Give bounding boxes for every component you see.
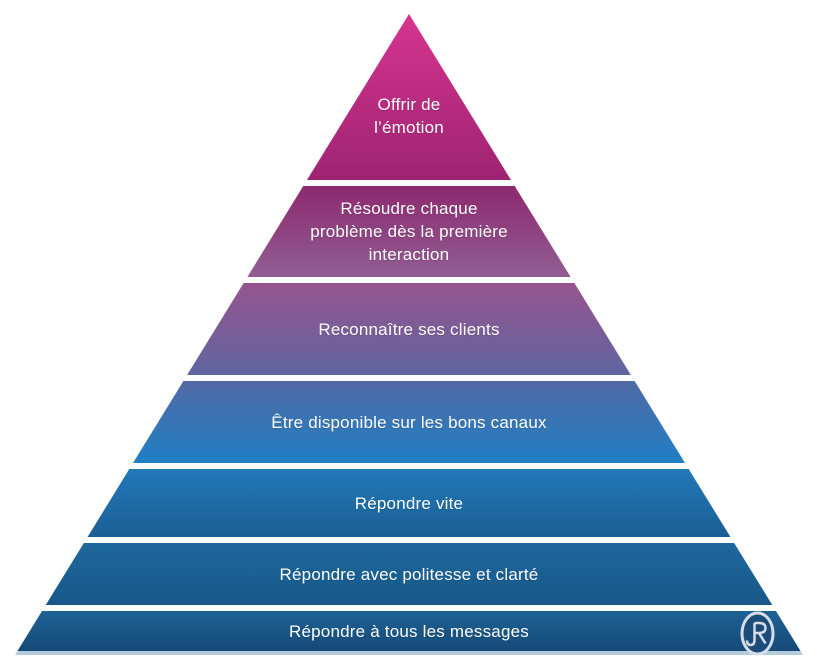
pyramid-base-line xyxy=(15,651,803,655)
pyramid-level-1-label: Offrir de l’émotion xyxy=(374,95,444,137)
jr-logo-icon xyxy=(740,611,775,656)
pyramid-level-3: Reconnaître ses clients xyxy=(15,283,803,375)
pyramid-level-2-label: Résoudre chaque problème dès la première… xyxy=(310,199,508,264)
jr-logo xyxy=(739,610,776,657)
pyramid-level-4: Être disponible sur les bons canaux xyxy=(15,381,803,463)
pyramid-level-6: Répondre avec politesse et clarté xyxy=(15,543,803,605)
pyramid: Offrir de l’émotion Résoudre chaque prob… xyxy=(15,14,803,655)
pyramid-level-5: Répondre vite xyxy=(15,469,803,537)
pyramid-level-1: Offrir de l’émotion xyxy=(15,14,803,180)
pyramid-level-4-label: Être disponible sur les bons canaux xyxy=(271,412,547,432)
pyramid-level-2: Résoudre chaque problème dès la première… xyxy=(15,186,803,277)
pyramid-level-7: Répondre à tous les messages xyxy=(15,611,803,651)
pyramid-level-3-label: Reconnaître ses clients xyxy=(318,319,500,339)
pyramid-level-7-label: Répondre à tous les messages xyxy=(289,621,529,641)
pyramid-level-6-label: Répondre avec politesse et clarté xyxy=(279,564,539,584)
pyramid-level-5-label: Répondre vite xyxy=(354,493,464,513)
